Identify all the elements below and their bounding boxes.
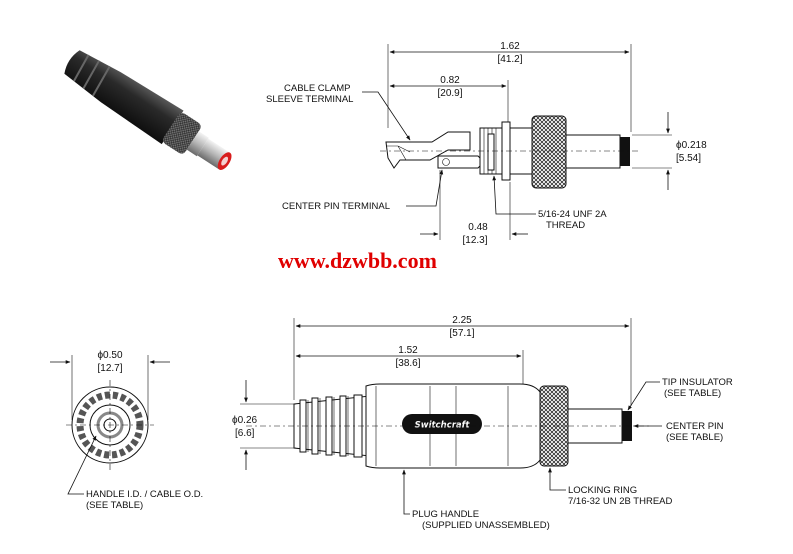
watermark-text: www.dzwbb.com [278, 248, 437, 273]
dim-handle-mm: [38.6] [395, 358, 420, 369]
brand-logo-text: Switchcraft [415, 421, 471, 431]
dim-end-dia-in: ϕ0.50 [97, 350, 123, 361]
callout-center-pin-terminal: CENTER PIN TERMINAL [282, 169, 444, 212]
callout-tip-insulator: TIP INSULATOR (SEE TABLE) [627, 377, 733, 411]
dim-bottom-overall-mm: [57.1] [449, 328, 474, 339]
label-tip-insulator-1: TIP INSULATOR [662, 377, 733, 388]
label-plug-handle-2: (SUPPLIED UNASSEMBLED) [422, 520, 550, 531]
callout-handle-id: HANDLE I.D. / CABLE O.D. (SEE TABLE) [67, 435, 203, 511]
dim-tip-dia-in: ϕ0.218 [676, 140, 707, 151]
label-tip-insulator-2: (SEE TABLE) [664, 388, 721, 399]
dim-overall-in: 1.62 [500, 41, 520, 52]
dim-end-dia-mm: [12.7] [97, 363, 122, 374]
dim-top-thread: 0.48 [12.3] [420, 170, 528, 246]
label-center-pin-1: CENTER PIN [666, 421, 724, 432]
dim-top-tip-dia: ϕ0.218 [5.54] [632, 112, 707, 190]
label-thread-2: THREAD [546, 220, 585, 231]
end-view [66, 380, 154, 470]
dim-terminal-in: 0.82 [440, 75, 460, 86]
top-side-view [380, 115, 640, 189]
label-locking-ring-2: 7/16-32 UN 2B THREAD [568, 496, 673, 507]
label-handle-id-1: HANDLE I.D. / CABLE O.D. [86, 489, 203, 500]
dim-top-terminal: 0.82 [20.9] [389, 75, 509, 122]
label-plug-handle-1: PLUG HANDLE [412, 509, 479, 520]
dim-top-overall: 1.62 [41.2] [387, 41, 632, 132]
dim-bottom-overall: 2.25 [57.1] [293, 315, 632, 406]
callout-center-pin: CENTER PIN (SEE TABLE) [633, 421, 724, 443]
dim-bottom-cable-dia: ϕ0.26 [6.6] [232, 380, 296, 470]
dim-handle-in: 1.52 [398, 345, 418, 356]
label-cable-clamp-1: CABLE CLAMP [284, 83, 351, 94]
dim-tip-dia-mm: [5.54] [676, 153, 701, 164]
dim-cable-dia-mm: [6.6] [235, 428, 255, 439]
bottom-side-view: Switchcraft [246, 383, 650, 469]
callout-cable-clamp: CABLE CLAMP SLEEVE TERMINAL [266, 83, 411, 141]
dim-cable-dia-in: ϕ0.26 [232, 415, 258, 426]
dim-bottom-handle: 1.52 [38.6] [295, 345, 524, 384]
connector-photo [64, 50, 232, 170]
dim-thread-mm: [12.3] [462, 235, 487, 246]
dim-terminal-mm: [20.9] [437, 88, 462, 99]
dim-end-diameter: ϕ0.50 [12.7] [50, 350, 170, 420]
label-locking-ring-1: LOCKING RING [568, 485, 637, 496]
dim-thread-in: 0.48 [468, 222, 488, 233]
dim-overall-mm: [41.2] [497, 54, 522, 65]
callout-plug-handle: PLUG HANDLE (SUPPLIED UNASSEMBLED) [402, 469, 550, 531]
callout-thread: 5/16-24 UNF 2A THREAD [492, 175, 607, 231]
dim-bottom-overall-in: 2.25 [452, 315, 472, 326]
label-thread-1: 5/16-24 UNF 2A [538, 209, 607, 220]
callout-locking-ring: LOCKING RING 7/16-32 UN 2B THREAD [548, 467, 673, 507]
label-center-pin-2: (SEE TABLE) [666, 432, 723, 443]
label-center-pin-terminal: CENTER PIN TERMINAL [282, 201, 390, 212]
label-handle-id-2: (SEE TABLE) [86, 500, 143, 511]
label-cable-clamp-2: SLEEVE TERMINAL [266, 94, 353, 105]
